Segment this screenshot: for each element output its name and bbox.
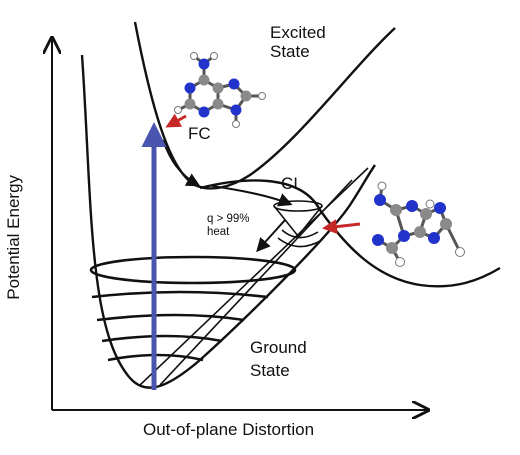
ci-pointer-arrow: [322, 219, 361, 235]
excited-state-label-line2: State: [270, 41, 310, 61]
crossing-curve: [199, 179, 501, 288]
ground-state-label: Ground State: [250, 338, 307, 380]
vibrational-level-top: [89, 255, 297, 285]
excited-flow-arrow: [211, 185, 293, 207]
ci-label: CI: [281, 174, 298, 193]
vibrational-level-5: [107, 353, 204, 362]
decay-arrow: [256, 219, 286, 253]
excited-state-label-line1: Excited: [270, 23, 326, 42]
adenine-molecule-planar-icon: [174, 52, 266, 128]
quantum-yield-line1: q > 99%: [207, 213, 250, 225]
adenine-molecule-distorted-icon: [372, 181, 465, 267]
vibrational-level-4: [101, 334, 223, 343]
fc-pointer-arrow: [165, 113, 187, 128]
vibrational-level-2: [91, 290, 269, 299]
quantum-yield-line2: heat: [207, 225, 230, 238]
vibrational-level-3: [96, 313, 245, 322]
vibrational-levels: [89, 255, 297, 362]
x-axis-label: Out-of-plane Distortion: [143, 420, 315, 439]
excited-state-label: Excited State: [270, 23, 326, 61]
y-axis-label: Potential Energy: [4, 174, 24, 300]
fc-label: FC: [188, 124, 211, 143]
ground-state-label-line2: State: [250, 360, 290, 380]
decay-lines: [139, 167, 369, 386]
excited-state-curve-left: [133, 21, 396, 190]
ground-state-label-line1: Ground: [250, 338, 307, 357]
ground-state-curve: [80, 54, 376, 389]
quantum-yield-label: q > 99% heat: [207, 213, 250, 238]
